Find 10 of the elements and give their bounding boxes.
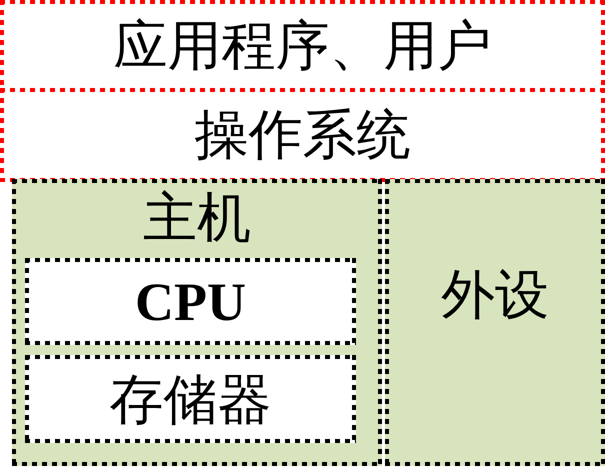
component-label: 外设 — [441, 265, 549, 325]
component-box — [25, 258, 356, 345]
group-panel — [12, 179, 382, 466]
component-label: CPU — [135, 272, 246, 332]
layer-label: 应用程序、用户 — [114, 16, 492, 76]
component-label: 存储器 — [110, 370, 272, 430]
layer-label: 操作系统 — [194, 105, 410, 165]
group-title: 主机 — [143, 188, 251, 248]
component-box — [25, 355, 356, 443]
component-panel — [385, 179, 605, 466]
